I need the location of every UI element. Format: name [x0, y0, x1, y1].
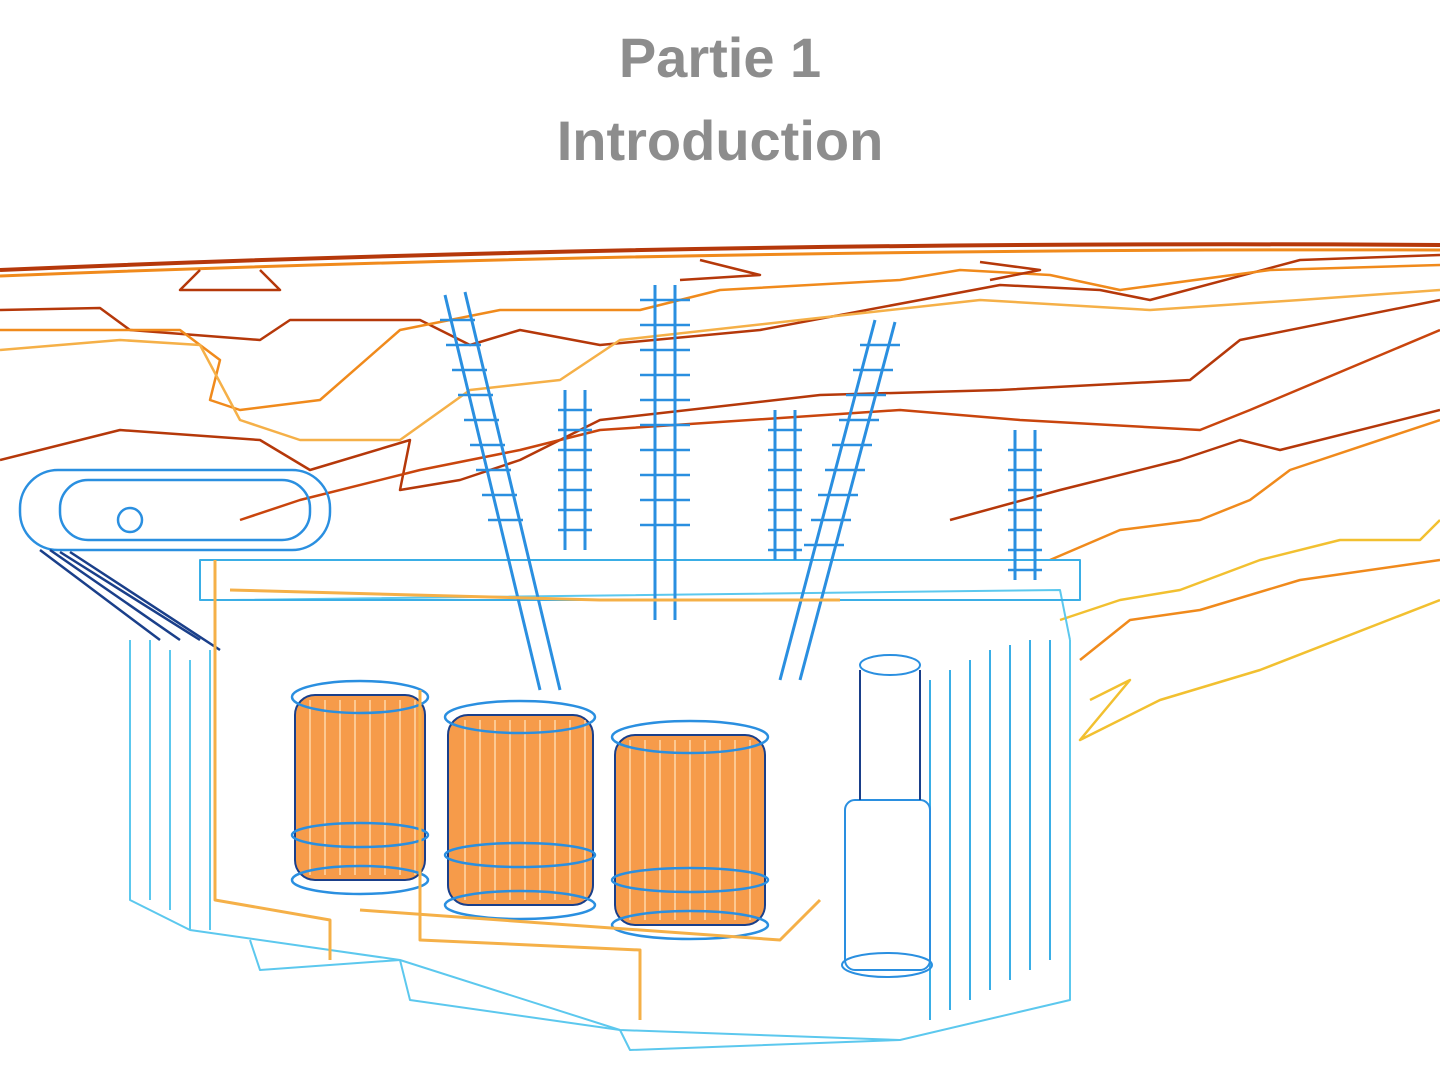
piping [213, 560, 840, 1020]
tap-changer [841, 654, 933, 978]
section-title: Introduction [556, 109, 884, 172]
transformer-tank [129, 559, 1081, 1051]
bushings [440, 285, 1042, 691]
conservator-tank [18, 468, 332, 652]
windings [290, 679, 770, 941]
part-label: Partie 1 [618, 26, 822, 89]
power-lines [0, 242, 1440, 742]
